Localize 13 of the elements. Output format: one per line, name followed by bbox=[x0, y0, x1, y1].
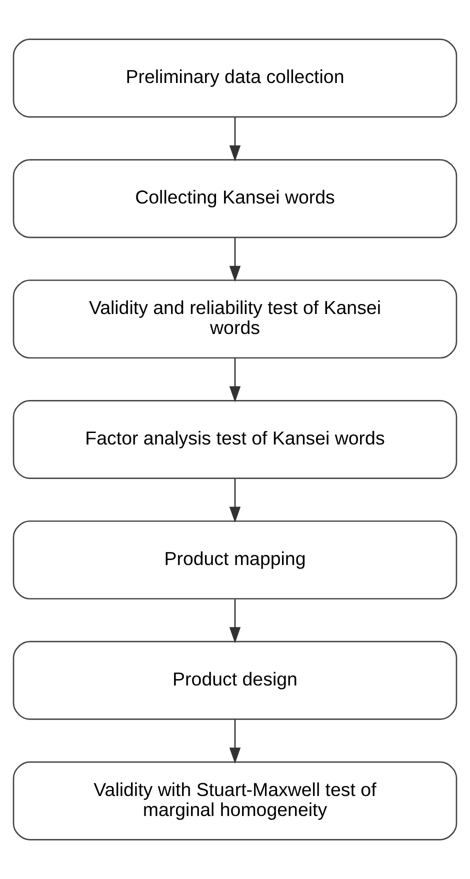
node-box: Product design bbox=[12, 640, 458, 720]
node-box: Validity with Stuart-Maxwell test of marginal homogeneity bbox=[12, 761, 458, 840]
arrow bbox=[229, 478, 241, 523]
node-box: Preliminary data collection bbox=[12, 38, 458, 118]
arrow bbox=[229, 720, 241, 764]
node-box: Collecting Kansei words bbox=[12, 159, 458, 238]
arrow bbox=[229, 238, 241, 282]
arrow bbox=[229, 117, 241, 162]
node-box: Product mapping bbox=[12, 520, 458, 600]
arrow bbox=[229, 358, 241, 402]
node-box: Validity and reliability test of Kansei words bbox=[12, 280, 458, 359]
node-box: Factor analysis test of Kansei words bbox=[12, 400, 458, 479]
arrow bbox=[229, 599, 241, 644]
